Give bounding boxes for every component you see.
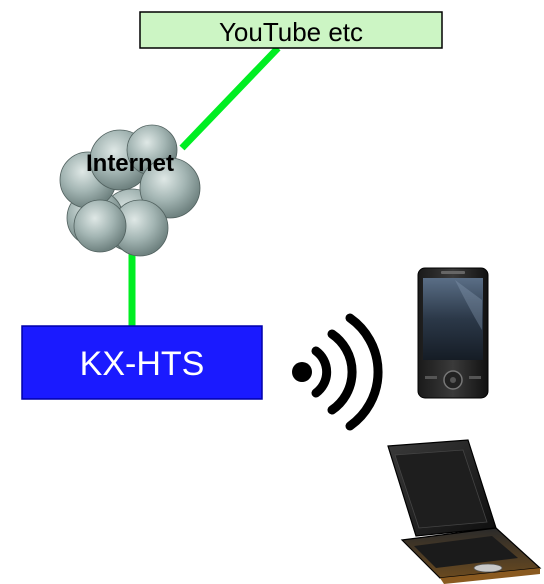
router-label: KX-HTS: [80, 345, 205, 383]
wireless-signal-icon: [292, 313, 383, 431]
service-box: [139, 11, 443, 49]
service-node: YouTube etc: [139, 11, 443, 49]
cloud-icon: [59, 124, 201, 257]
router-node: KX-HTS: [21, 325, 263, 400]
link-internet-to-service: [179, 45, 281, 151]
router-box: [21, 325, 263, 400]
laptop-icon: [387, 439, 542, 584]
internet-label: Internet: [86, 150, 174, 177]
internet-cloud: Internet: [59, 124, 201, 257]
service-label: YouTube etc: [219, 17, 363, 47]
smartphone-icon: [417, 267, 489, 399]
